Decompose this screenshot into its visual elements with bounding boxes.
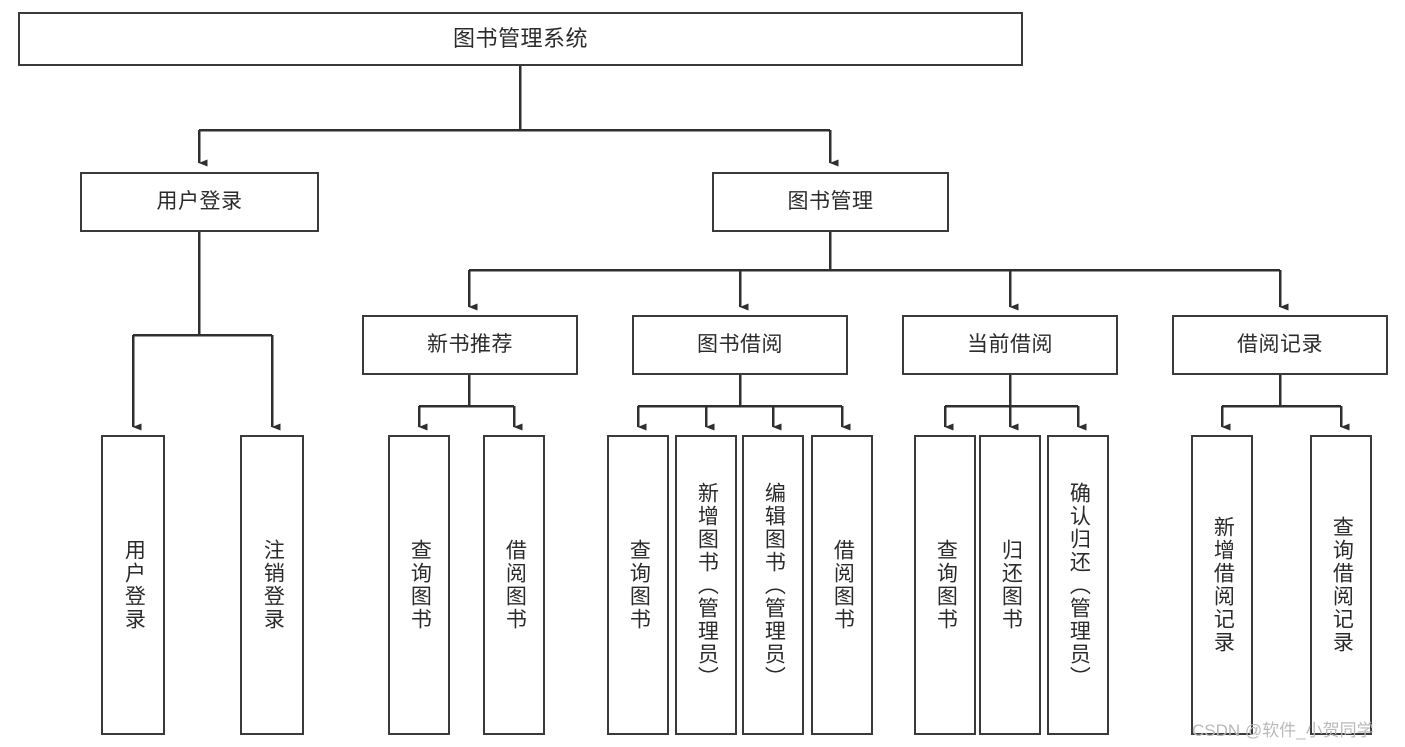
node-leaf-borrow-book-1-label: 借阅图书 <box>503 539 527 631</box>
node-leaf-confirm-return-label: 确认归还（管理员） <box>1067 481 1091 689</box>
node-leaf-query-book-1-label: 查询图书 <box>408 539 432 631</box>
node-leaf-query-record-label: 查询借阅记录 <box>1330 516 1354 654</box>
node-leaf-query-book-2-label: 查询图书 <box>627 539 651 631</box>
node-borrow-record-label: 借阅记录 <box>1237 332 1323 356</box>
node-leaf-query-book-3-label: 查询图书 <box>934 539 958 631</box>
node-root[interactable]: 图书管理系统 <box>18 12 1023 66</box>
node-leaf-edit-book[interactable]: 编辑图书（管理员） <box>742 435 804 735</box>
node-leaf-edit-book-label: 编辑图书（管理员） <box>762 481 786 689</box>
node-leaf-add-book-label: 新增图书（管理员） <box>695 481 719 689</box>
node-book-borrow[interactable]: 图书借阅 <box>632 315 848 375</box>
node-book-manage-label: 图书管理 <box>787 189 874 213</box>
node-leaf-add-book[interactable]: 新增图书（管理员） <box>675 435 737 735</box>
node-leaf-add-record-label: 新增借阅记录 <box>1211 516 1235 654</box>
node-user-login[interactable]: 用户登录 <box>80 172 319 232</box>
node-book-borrow-label: 图书借阅 <box>697 332 783 356</box>
node-user-login-label: 用户登录 <box>156 189 243 213</box>
node-leaf-user-login-label: 用户登录 <box>122 539 146 631</box>
node-current-borrow-label: 当前借阅 <box>967 332 1053 356</box>
node-leaf-query-record[interactable]: 查询借阅记录 <box>1310 435 1372 735</box>
node-leaf-borrow-book-2-label: 借阅图书 <box>831 539 855 631</box>
node-new-book-rec[interactable]: 新书推荐 <box>362 315 578 375</box>
node-leaf-borrow-book-1[interactable]: 借阅图书 <box>483 435 545 735</box>
node-leaf-query-book-3[interactable]: 查询图书 <box>914 435 976 735</box>
node-leaf-add-record[interactable]: 新增借阅记录 <box>1191 435 1253 735</box>
node-leaf-query-book-1[interactable]: 查询图书 <box>388 435 450 735</box>
node-leaf-confirm-return[interactable]: 确认归还（管理员） <box>1047 435 1109 735</box>
node-leaf-logout[interactable]: 注销登录 <box>240 435 304 735</box>
node-leaf-return-book[interactable]: 归还图书 <box>979 435 1041 735</box>
node-new-book-rec-label: 新书推荐 <box>427 332 513 356</box>
node-book-manage[interactable]: 图书管理 <box>712 172 949 232</box>
node-leaf-logout-label: 注销登录 <box>261 539 285 631</box>
node-leaf-return-book-label: 归还图书 <box>999 539 1023 631</box>
node-leaf-query-book-2[interactable]: 查询图书 <box>607 435 669 735</box>
node-root-label: 图书管理系统 <box>452 26 588 52</box>
node-borrow-record[interactable]: 借阅记录 <box>1172 315 1388 375</box>
node-leaf-user-login[interactable]: 用户登录 <box>101 435 165 735</box>
node-current-borrow[interactable]: 当前借阅 <box>902 315 1118 375</box>
node-leaf-borrow-book-2[interactable]: 借阅图书 <box>811 435 873 735</box>
watermark-text: CSDN @软件_小贺同学 <box>1192 721 1374 740</box>
